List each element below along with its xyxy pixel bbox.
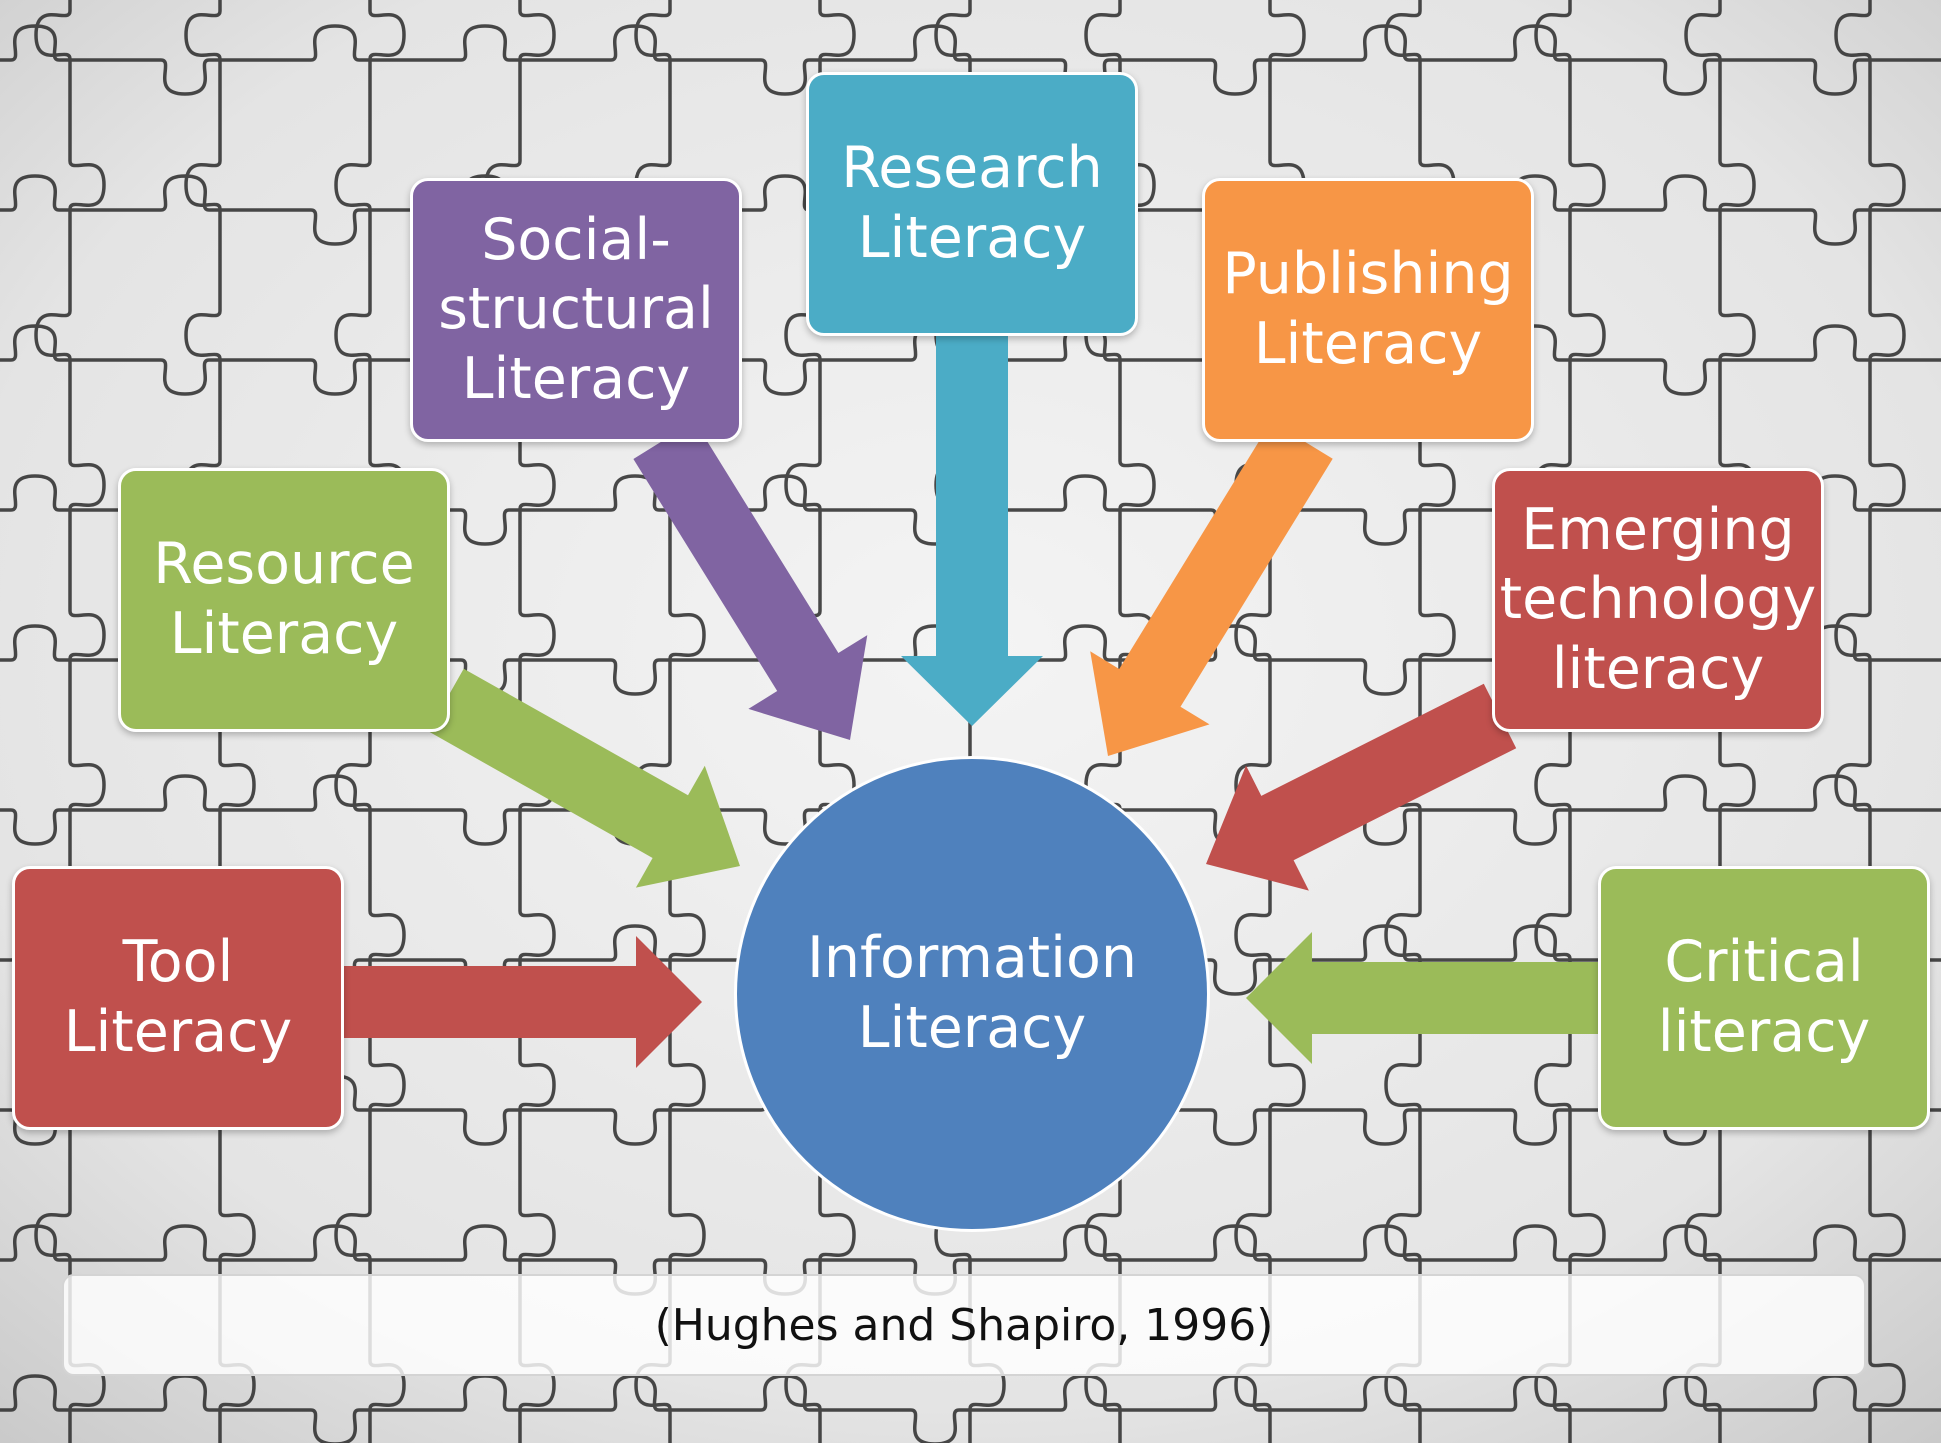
- citation-bar: (Hughes and Shapiro, 1996): [62, 1274, 1866, 1376]
- node-label-line: literacy: [1657, 999, 1871, 1065]
- critical-to-hub-arrow: [1246, 932, 1598, 1064]
- publishing-literacy-box: Publishing Literacy: [1202, 178, 1534, 442]
- node-label-line: Literacy: [461, 345, 691, 412]
- citation-text: (Hughes and Shapiro, 1996): [654, 1299, 1274, 1351]
- research-literacy-box: Research Literacy: [806, 72, 1138, 336]
- emerging-to-hub-arrow: [1206, 683, 1517, 891]
- node-label-line: Tool: [122, 929, 234, 996]
- node-label-line: Emerging: [1521, 496, 1795, 563]
- node-label-line: structural: [438, 276, 714, 343]
- publishing-to-hub-arrow: [1090, 421, 1333, 756]
- hub-label-line: Literacy: [857, 995, 1087, 1061]
- node-label-line: Social-: [481, 206, 671, 273]
- resource-to-hub-arrow: [428, 668, 740, 888]
- node-label-line: Literacy: [857, 205, 1087, 271]
- hub-label-line: Information: [807, 925, 1137, 992]
- node-label-line: Literacy: [169, 601, 399, 667]
- critical-literacy-box: Critical literacy: [1598, 866, 1930, 1130]
- research-to-hub-arrow: [901, 336, 1043, 726]
- tool-literacy-box: Tool Literacy: [12, 866, 344, 1130]
- information-literacy-hub: Information Literacy: [734, 756, 1210, 1232]
- social-to-hub-arrow: [633, 421, 868, 740]
- node-label-line: technology: [1499, 566, 1817, 633]
- node-label-line: Resource: [153, 531, 415, 598]
- tool-to-hub-arrow: [344, 936, 702, 1068]
- node-label-line: Critical: [1664, 929, 1864, 996]
- social-structural-literacy-box: Social- structural Literacy: [410, 178, 742, 442]
- node-label-line: literacy: [1551, 635, 1765, 702]
- emerging-technology-literacy-box: Emerging technology literacy: [1492, 468, 1824, 732]
- resource-literacy-box: Resource Literacy: [118, 468, 450, 732]
- node-label-line: Literacy: [1253, 311, 1483, 377]
- node-label-line: Publishing: [1222, 241, 1514, 308]
- node-label-line: Literacy: [63, 999, 293, 1065]
- node-label-line: Research: [841, 135, 1103, 202]
